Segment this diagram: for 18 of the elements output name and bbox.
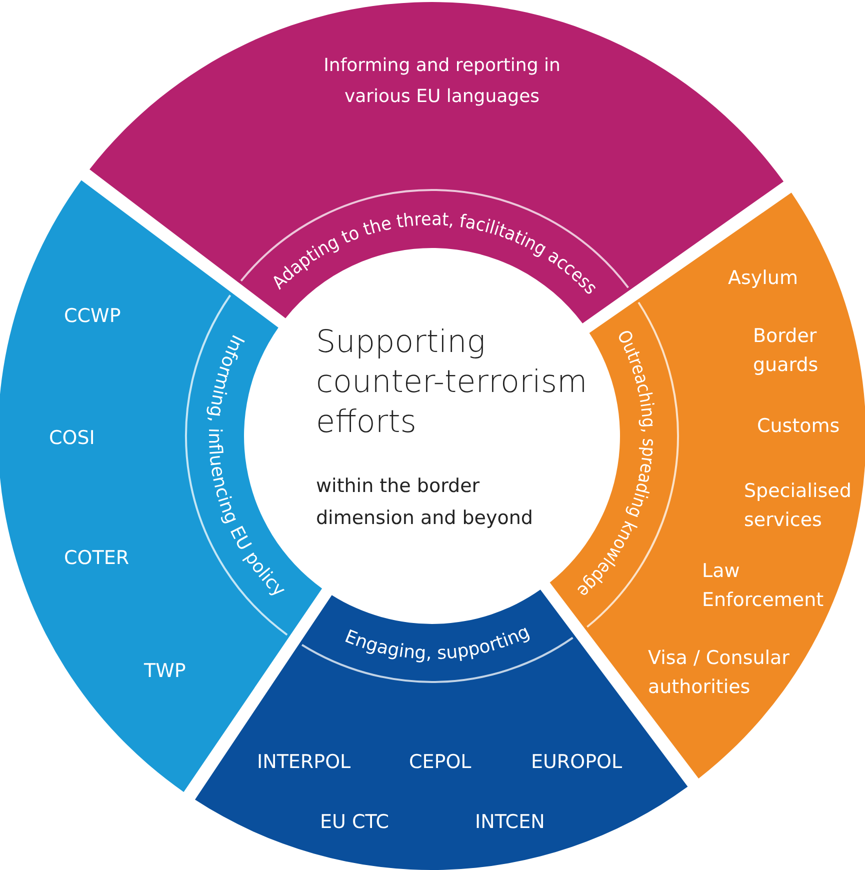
- member-label: CEPOL: [409, 748, 499, 777]
- center-title: Supporting counter-terrorism efforts: [316, 323, 588, 442]
- member-label: INTCEN: [475, 808, 575, 837]
- member-label: Visa / Consular authorities: [648, 644, 818, 702]
- member-label: Border guards: [753, 322, 843, 380]
- member-label: INTERPOL: [257, 748, 377, 777]
- member-label: EUROPOL: [531, 748, 651, 777]
- center-subtitle: within the border dimension and beyond: [316, 474, 534, 531]
- member-label: EU CTC: [320, 808, 420, 837]
- member-label: CCWP: [64, 302, 144, 331]
- member-label: Law Enforcement: [702, 557, 842, 615]
- member-label: Customs: [757, 412, 857, 441]
- member-label: TWP: [144, 657, 204, 686]
- segment-heading: Informing and reporting in various EU languages: [322, 54, 562, 109]
- member-label: COSI: [49, 424, 119, 453]
- member-label: Specialised services: [744, 477, 864, 535]
- member-label: COTER: [64, 544, 144, 573]
- member-label: Asylum: [728, 264, 818, 293]
